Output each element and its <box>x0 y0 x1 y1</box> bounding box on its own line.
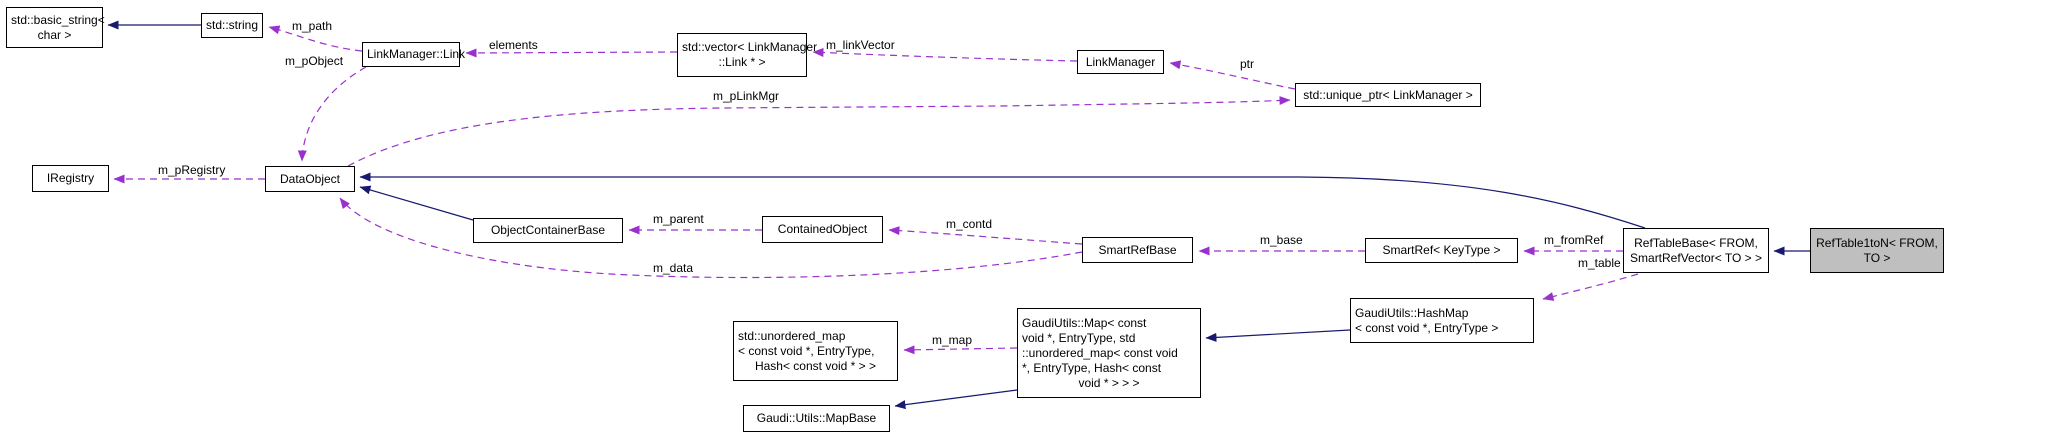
node-iregistry[interactable]: IRegistry <box>32 165 109 192</box>
node-label-line: RefTable1toN< FROM, <box>1816 235 1938 250</box>
node-label-line: GaudiUtils::Map< const <box>1022 315 1147 330</box>
edge-label-elements: elements <box>489 38 538 52</box>
edge-inh-objectcontainerbase-dataobject <box>359 185 474 221</box>
edge-label-m-linkvector: m_linkVector <box>826 38 895 52</box>
node-std-vector-link[interactable]: std::vector< LinkManager ::Link * > <box>677 33 818 77</box>
edge-label-m-pobject: m_pObject <box>285 54 344 68</box>
node-label-line: void * > > > <box>1078 375 1140 390</box>
edge-inh-map-mapbase <box>894 389 1018 410</box>
edge-use-ptr <box>1169 60 1296 90</box>
edge-use-m-map <box>903 345 1018 355</box>
edge-label-m-pregistry: m_pRegistry <box>158 163 226 177</box>
node-label-line: void *, EntryType, std <box>1022 330 1136 345</box>
node-label-line: Gaudi::Utils::MapBase <box>756 411 877 425</box>
node-std-unique-ptr[interactable]: std::unique_ptr< LinkManager > <box>1295 83 1481 107</box>
node-std-unordered-map[interactable]: std::unordered_map < const void *, Entry… <box>733 321 898 381</box>
node-label-line: LinkManager::Link <box>367 47 466 61</box>
node-label-line: GaudiUtils::HashMap <box>1355 305 1469 320</box>
node-label-line: char > <box>37 27 72 42</box>
node-smartref-keytype[interactable]: SmartRef< KeyType > <box>1365 238 1518 263</box>
edge-use-m-data <box>339 197 1083 279</box>
node-label-line: TO > <box>1863 250 1891 265</box>
node-objectcontainerbase[interactable]: ObjectContainerBase <box>473 218 623 243</box>
node-label-line: LinkManager <box>1085 54 1156 69</box>
edge-use-m-plinkmgr <box>347 96 1291 167</box>
edge-label-m-data: m_data <box>653 261 694 275</box>
node-reftablebase[interactable]: RefTableBase< FROM, SmartRefVector< TO >… <box>1623 228 1769 273</box>
node-gaudi-utils-mapbase[interactable]: Gaudi::Utils::MapBase <box>743 405 890 432</box>
node-gaudiutils-hashmap[interactable]: GaudiUtils::HashMap < const void *, Entr… <box>1350 298 1534 343</box>
node-linkmanager[interactable]: LinkManager <box>1077 50 1164 74</box>
node-label-line: IRegistry <box>46 171 95 185</box>
node-label-line: < const void *, EntryType, <box>738 343 875 358</box>
edge-inh-reftablebase-dataobject <box>359 172 1646 229</box>
edge-use-m-pobject <box>297 66 367 162</box>
node-label-line: std::string <box>206 18 259 32</box>
node-label-line: DataObject <box>279 171 341 186</box>
node-label-line: < const void *, EntryType > <box>1355 320 1499 335</box>
edge-label-m-plinkmgr: m_pLinkMgr <box>713 89 780 103</box>
edge-use-elements <box>465 48 678 58</box>
node-gaudiutils-map[interactable]: GaudiUtils::Map< const void *, EntryType… <box>1017 308 1201 398</box>
edge-label-m-parent: m_parent <box>653 212 704 226</box>
node-label-line: ::Link * > <box>718 55 766 69</box>
node-label-line: ObjectContainerBase <box>490 223 606 237</box>
node-containedobject[interactable]: ContainedObject <box>762 216 883 243</box>
node-label-line: std::vector< LinkManager <box>682 40 818 54</box>
node-label-line: std::basic_string< <box>11 12 105 27</box>
node-label-line: std::unique_ptr< LinkManager > <box>1303 87 1473 102</box>
edge-use-m-table <box>1542 273 1639 301</box>
edge-use-m-path <box>268 25 363 52</box>
node-label-line: ::unordered_map< const void <box>1022 345 1178 360</box>
node-label-line: SmartRefBase <box>1098 242 1177 257</box>
edge-use-m-linkvector <box>812 47 1078 62</box>
edge-label-ptr: ptr <box>1240 57 1255 71</box>
node-label-line: RefTableBase< FROM, <box>1634 235 1758 250</box>
edge-label-m-map: m_map <box>932 333 973 347</box>
edge-label-m-fromref: m_fromRef <box>1544 233 1604 247</box>
node-label-line: SmartRef< KeyType > <box>1382 243 1501 257</box>
node-label-line: SmartRefVector< TO > > <box>1630 250 1762 265</box>
edge-use-m-contd <box>888 226 1083 245</box>
edge-inh-hashmap-map <box>1205 329 1351 342</box>
edge-label-m-table: m_table <box>1578 256 1621 270</box>
node-label-line: std::unordered_map <box>738 328 846 343</box>
node-dataobject[interactable]: DataObject <box>265 166 355 192</box>
node-label-line: *, EntryType, Hash< const <box>1022 360 1162 375</box>
edge-label-m-contd: m_contd <box>946 217 993 231</box>
node-reftable1ton-highlighted[interactable]: RefTable1toN< FROM, TO > <box>1810 228 1944 273</box>
node-linkmanager-link[interactable]: LinkManager::Link <box>362 42 466 67</box>
edge-label-m-base: m_base <box>1260 233 1303 247</box>
edge-label-m-path: m_path <box>292 19 333 33</box>
node-label-line: Hash< const void * > > <box>754 358 877 373</box>
node-label-line: ContainedObject <box>777 222 868 236</box>
node-smartrefbase[interactable]: SmartRefBase <box>1082 237 1193 263</box>
node-std-string[interactable]: std::string <box>201 13 263 38</box>
node-std-basic-string[interactable]: std::basic_string< char > <box>6 7 105 48</box>
